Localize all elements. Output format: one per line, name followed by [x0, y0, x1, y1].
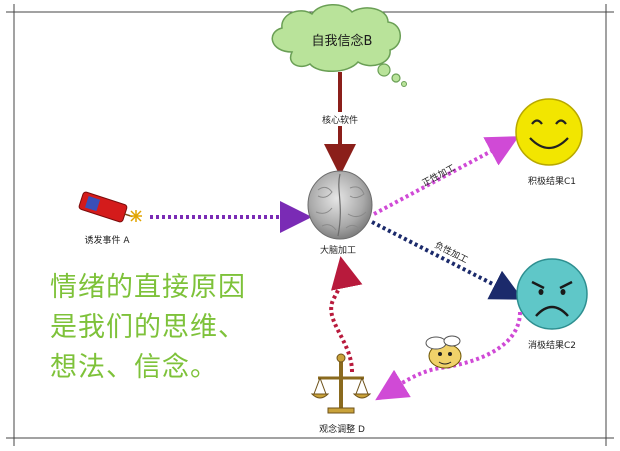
balance-scale-icon — [310, 353, 372, 414]
headline-line-2: 是我们的思维、 — [50, 312, 246, 343]
cloud-label: 自我信念B — [312, 33, 373, 49]
positive-label: 正性加工 — [420, 162, 457, 190]
trigger-label: 诱发事件 A — [84, 234, 130, 246]
brain-icon — [307, 170, 373, 240]
spark-icon — [130, 210, 142, 222]
headline-line-3: 想法、信念。 — [50, 352, 218, 383]
negative-label: 负性加工 — [433, 239, 471, 266]
firecracker-icon — [78, 191, 133, 223]
happy-face-icon — [515, 98, 583, 166]
positive-result-label: 积极结果C1 — [528, 175, 576, 187]
adjust-arrow-to-brain — [329, 256, 363, 373]
headline-line-1: 情绪的直接原因 — [50, 272, 246, 303]
negative-arrow — [371, 220, 524, 300]
fly-character-icon — [425, 335, 462, 369]
negative-result-label: 消极结果C2 — [528, 339, 576, 351]
brain-label: 大脑加工 — [320, 244, 356, 256]
adjust-arrow-to-scale — [375, 311, 522, 401]
adjust-label: 观念调整 D — [319, 423, 365, 435]
sad-face-icon — [516, 258, 588, 330]
positive-arrow — [373, 136, 520, 216]
core-software-label: 核心软件 — [322, 114, 358, 126]
headline-text: 情绪的直接原因 是我们的思维、 想法、信念。 — [50, 268, 310, 388]
self-belief-cloud: 自我信念B — [271, 4, 407, 87]
frame-lines — [6, 4, 614, 446]
